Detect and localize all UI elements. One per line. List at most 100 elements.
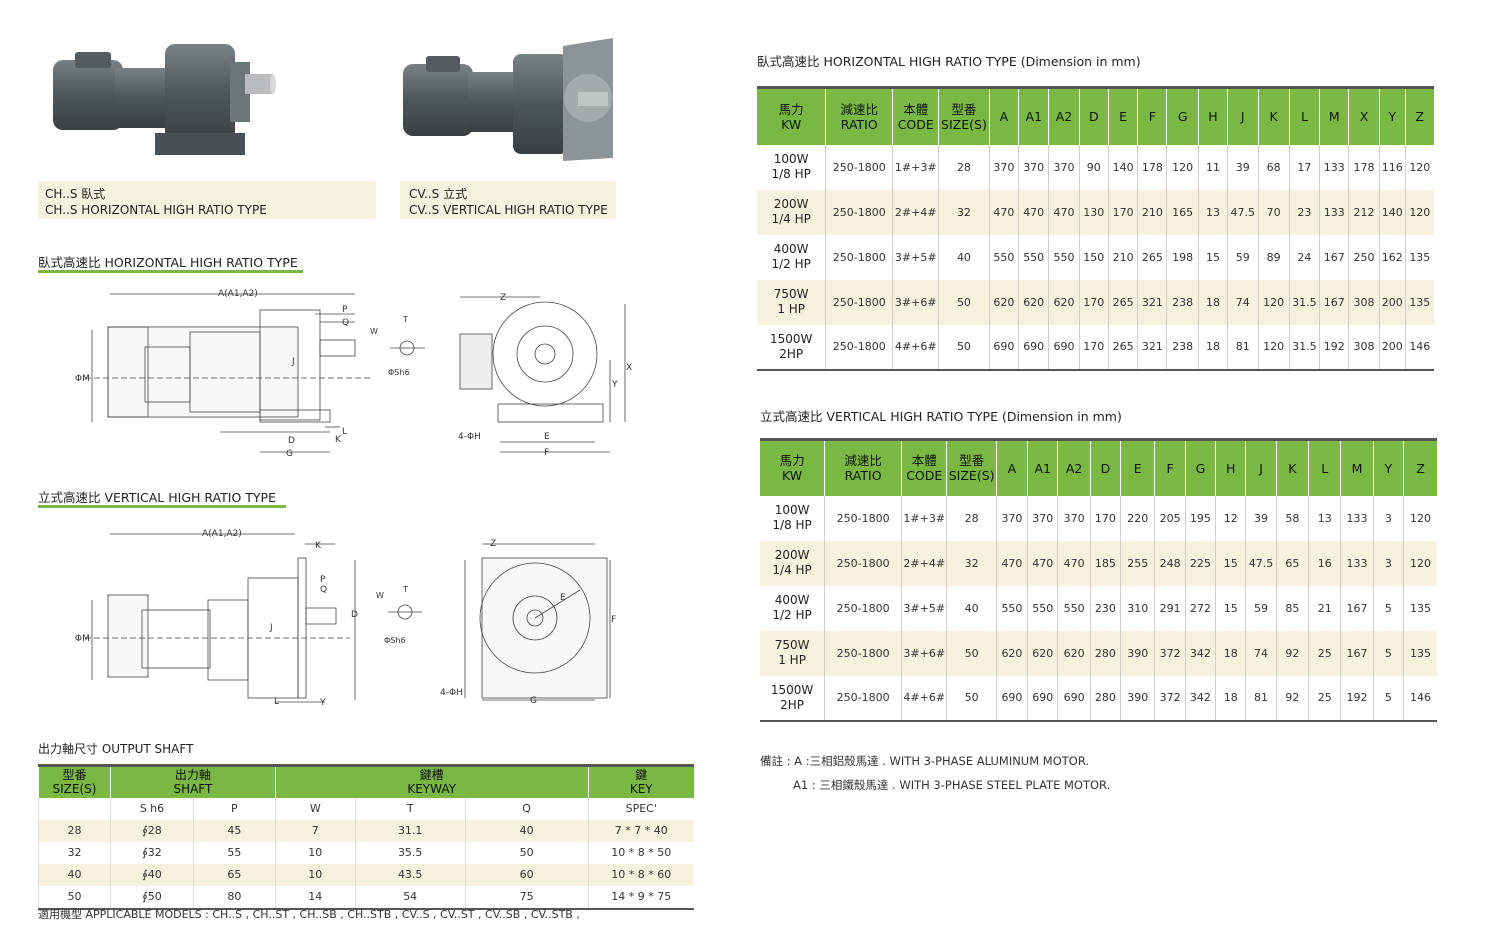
table-cell: 620 xyxy=(988,279,1019,325)
table-cell: 170 xyxy=(1078,324,1109,370)
vertical-section-underline xyxy=(38,505,286,508)
note-a1: A1 : 三相鐵殼馬達 . WITH 3-PHASE STEEL PLATE M… xyxy=(793,778,1111,792)
table-cell: 470 xyxy=(1048,189,1080,235)
svg-text:ΦSh6: ΦSh6 xyxy=(384,636,406,645)
table-cell: 92 xyxy=(1275,675,1309,721)
table-cell: 265 xyxy=(1107,324,1138,370)
table-cell: 265 xyxy=(1107,279,1138,325)
table-cell: 10 xyxy=(274,863,356,886)
table-cell: 74 xyxy=(1226,279,1259,325)
table-cell: 370 xyxy=(988,144,1019,190)
table-cell: 550 xyxy=(1018,234,1049,280)
table-cell: 17 xyxy=(1288,144,1320,190)
table-cell: 116 xyxy=(1378,144,1406,190)
table-cell: 40 xyxy=(938,234,989,280)
shaft-subheader-cell: SPEC' xyxy=(587,797,694,820)
ch-caption-zh: CH..S 臥式 xyxy=(45,187,106,201)
table-cell: 620 xyxy=(1027,630,1058,676)
table-cell: 65 xyxy=(1275,540,1309,586)
svg-text:P: P xyxy=(342,305,348,315)
table-cell: 620 xyxy=(1057,630,1091,676)
svg-text:Q: Q xyxy=(320,585,327,595)
table-cell: 550 xyxy=(1057,585,1091,631)
svg-text:D: D xyxy=(351,610,358,620)
table-cell: ∮28 xyxy=(109,819,194,842)
table-cell: 690 xyxy=(1018,324,1049,370)
table-cell: 28 xyxy=(946,495,997,541)
table-cell: 31.5 xyxy=(1288,279,1320,325)
caption-band-right xyxy=(400,181,616,219)
table-cell: 120 xyxy=(1257,279,1290,325)
cv-caption-en: CV..S VERTICAL HIGH RATIO TYPE xyxy=(409,203,608,217)
table-cell: 167 xyxy=(1319,234,1349,280)
table-cell: 59 xyxy=(1245,585,1277,631)
table-cell: 620 xyxy=(1018,279,1049,325)
table-cell: 28 xyxy=(38,819,111,842)
table-cell: 146 xyxy=(1403,675,1437,721)
svg-text:L: L xyxy=(274,697,279,707)
table-cell: 7 xyxy=(274,819,356,842)
table-cell: 165 xyxy=(1166,189,1199,235)
table-cell: 321 xyxy=(1137,279,1167,325)
table-cell: 620 xyxy=(1048,279,1080,325)
table-cell: 65 xyxy=(192,863,276,886)
vertical_table-header-cell: J xyxy=(1245,439,1277,496)
table-cell: 75 xyxy=(464,885,589,909)
table-cell: 133 xyxy=(1340,540,1374,586)
table-cell: 550 xyxy=(1027,585,1058,631)
svg-text:J: J xyxy=(291,357,295,367)
table-cell: 50 xyxy=(464,841,589,864)
table-cell: 3#+6# xyxy=(892,279,939,325)
table-cell: ∮40 xyxy=(109,863,194,886)
table-cell: 35.5 xyxy=(354,841,466,864)
table-cell: 89 xyxy=(1257,234,1290,280)
table-cell: 5 xyxy=(1372,585,1404,631)
table-cell: 178 xyxy=(1348,144,1380,190)
table-cell: 200W 1/4 HP xyxy=(760,540,825,586)
table-cell: 690 xyxy=(995,675,1028,721)
svg-text:E: E xyxy=(560,593,566,603)
table-cell: 470 xyxy=(1018,189,1049,235)
table-cell: 50 xyxy=(38,885,111,909)
table-cell: 3#+6# xyxy=(900,630,947,676)
table-cell: 192 xyxy=(1319,324,1349,370)
svg-text:A(A1,A2): A(A1,A2) xyxy=(218,289,258,299)
vertical-section-title: 立式高速比 VERTICAL HIGH RATIO TYPE xyxy=(38,490,276,505)
table-cell: 200W 1/4 HP xyxy=(757,189,826,235)
table-cell: 1500W 2HP xyxy=(770,682,814,712)
table-cell: 70 xyxy=(1257,189,1290,235)
ch-caption-en: CH..S HORIZONTAL HIGH RATIO TYPE xyxy=(45,203,267,217)
table-cell: 750W 1 HP xyxy=(760,630,825,676)
table-cell: 31.5 xyxy=(1288,324,1320,370)
svg-text:ΦM: ΦM xyxy=(75,374,90,384)
vertical_table-header-cell: G xyxy=(1184,439,1216,496)
table-cell: 372 xyxy=(1154,630,1186,676)
table-cell: 25 xyxy=(1308,630,1341,676)
table-cell: 92 xyxy=(1275,630,1309,676)
table-cell: 198 xyxy=(1166,234,1199,280)
vertical_table-header-cell: A1 xyxy=(1027,439,1058,496)
table-cell: 308 xyxy=(1348,324,1380,370)
table-cell: 210 xyxy=(1107,234,1138,280)
horizontal_table-header-cell: G xyxy=(1166,87,1199,145)
table-cell: 120 xyxy=(1257,324,1290,370)
note-a: 備註 : A :三相鋁殼馬達 . WITH 3-PHASE ALUMINUM M… xyxy=(760,754,1090,768)
table-cell: 550 xyxy=(988,234,1019,280)
vertical_table-header-cell: 本體 CODE xyxy=(900,439,947,496)
table-cell: 18 xyxy=(1198,324,1228,370)
svg-text:W: W xyxy=(370,327,378,336)
table-cell: 3#+5# xyxy=(900,585,947,631)
table-cell: 265 xyxy=(1137,234,1167,280)
table-cell: 470 xyxy=(988,189,1019,235)
horizontal-motor-photo xyxy=(53,44,276,155)
table-cell: 162 xyxy=(1378,234,1406,280)
table-cell: 100W 1/8 HP xyxy=(772,503,812,532)
svg-text:K: K xyxy=(335,435,342,445)
vertical_table-header-cell: Y xyxy=(1372,439,1404,496)
